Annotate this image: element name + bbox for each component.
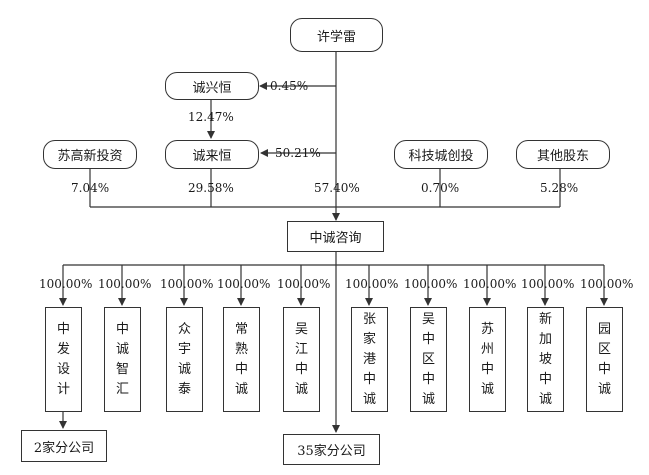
subsidiary-char: 设	[56, 361, 70, 377]
subsidiary-char: 诚	[177, 361, 191, 377]
shareholder-chenglaiheng: 诚来恒	[165, 140, 259, 169]
pct-subsidiary: 100.00%	[345, 277, 399, 291]
shareholder-kejicheng: 科技城创投	[394, 140, 488, 169]
subsidiary-char: 中	[294, 361, 308, 377]
company-zhongcheng-consulting: 中诚咨询	[287, 221, 384, 252]
subsidiary-char: 计	[56, 381, 70, 397]
subsidiary-char: 诚	[597, 381, 611, 397]
subsidiary-char: 加	[538, 331, 552, 347]
pct-subsidiary: 100.00%	[521, 277, 575, 291]
subsidiary-zhangjiagang-zhongcheng: 张家港中诚	[351, 307, 388, 412]
pct-subsidiary: 100.00%	[39, 277, 93, 291]
shareholder-others: 其他股东	[516, 140, 610, 169]
branch-offices-35: 35家分公司	[283, 434, 380, 465]
pct-subsidiary: 100.00%	[580, 277, 634, 291]
subsidiary-char: 众	[177, 321, 191, 337]
subsidiary-char: 中	[480, 361, 494, 377]
subsidiary-char: 中	[421, 371, 435, 387]
subsidiary-char: 中	[421, 331, 435, 347]
subsidiary-char: 泰	[177, 381, 191, 397]
subsidiary-char: 中	[115, 321, 129, 337]
pct-laiheng: 29.58%	[188, 181, 234, 195]
pct-top-to-laiheng: 50.21%	[275, 146, 321, 160]
subsidiary-char: 园	[597, 321, 611, 337]
pct-xingheng-to-laiheng: 12.47%	[188, 110, 234, 124]
subsidiary-char: 区	[421, 351, 435, 367]
shareholder-xu-xuelei: 许学雷	[290, 18, 383, 52]
subsidiary-char: 汇	[115, 381, 129, 397]
pct-subsidiary: 100.00%	[217, 277, 271, 291]
subsidiary-char: 中	[362, 371, 376, 387]
pct-subsidiary: 100.00%	[98, 277, 152, 291]
subsidiary-char: 吴	[421, 311, 435, 327]
pct-others: 5.28%	[540, 181, 579, 195]
subsidiary-changshu-zhongcheng: 常熟中诚	[223, 307, 260, 412]
subsidiary-zhongcheng-zhihui: 中诚智汇	[104, 307, 141, 412]
subsidiary-char: 港	[362, 351, 376, 367]
subsidiary-char: 诚	[421, 391, 435, 407]
subsidiary-char: 区	[597, 341, 611, 357]
subsidiary-char: 诚	[294, 381, 308, 397]
subsidiary-char: 诚	[538, 391, 552, 407]
subsidiary-yuanqu-zhongcheng: 园区中诚	[586, 307, 623, 412]
pct-suzhou-gaoxin: 7.04%	[71, 181, 110, 195]
subsidiary-char: 诚	[480, 381, 494, 397]
branch-offices-2: 2家分公司	[21, 430, 107, 462]
subsidiary-char: 张	[362, 311, 376, 327]
subsidiary-zhongfa-design: 中发设计	[45, 307, 82, 412]
subsidiary-char: 江	[294, 341, 308, 357]
subsidiary-char: 中	[56, 321, 70, 337]
pct-top-to-xingheng: 0.45%	[270, 79, 309, 93]
subsidiary-char: 发	[56, 341, 70, 357]
subsidiary-char: 中	[234, 361, 248, 377]
subsidiary-char: 苏	[480, 321, 494, 337]
subsidiary-char: 熟	[234, 341, 248, 357]
subsidiary-zhongyu-chengtai: 众宇诚泰	[166, 307, 203, 412]
subsidiary-char: 家	[362, 331, 376, 347]
subsidiary-char: 州	[480, 341, 494, 357]
subsidiary-char: 诚	[362, 391, 376, 407]
pct-subsidiary: 100.00%	[277, 277, 331, 291]
pct-subsidiary: 100.00%	[160, 277, 214, 291]
subsidiary-char: 中	[538, 371, 552, 387]
pct-kejicheng: 0.70%	[421, 181, 460, 195]
subsidiary-char: 诚	[115, 341, 129, 357]
subsidiary-char: 常	[234, 321, 248, 337]
subsidiary-wuzhong-zhongcheng: 吴中区中诚	[410, 307, 447, 412]
subsidiary-singapore-zhongcheng: 新加坡中诚	[527, 307, 564, 412]
subsidiary-char: 诚	[234, 381, 248, 397]
pct-subsidiary: 100.00%	[404, 277, 458, 291]
shareholder-suzhou-gaoxin: 苏高新投资	[43, 140, 137, 169]
subsidiary-wujiang-zhongcheng: 吴江中诚	[283, 307, 320, 412]
subsidiary-char: 中	[597, 361, 611, 377]
subsidiary-suzhou-zhongcheng: 苏州中诚	[469, 307, 506, 412]
subsidiary-char: 宇	[177, 341, 191, 357]
shareholder-chengxingheng: 诚兴恒	[165, 72, 259, 100]
subsidiary-char: 新	[538, 311, 552, 327]
pct-subsidiary: 100.00%	[463, 277, 517, 291]
pct-top: 57.40%	[314, 181, 360, 195]
subsidiary-char: 智	[115, 361, 129, 377]
subsidiary-char: 吴	[294, 321, 308, 337]
subsidiary-char: 坡	[538, 351, 552, 367]
